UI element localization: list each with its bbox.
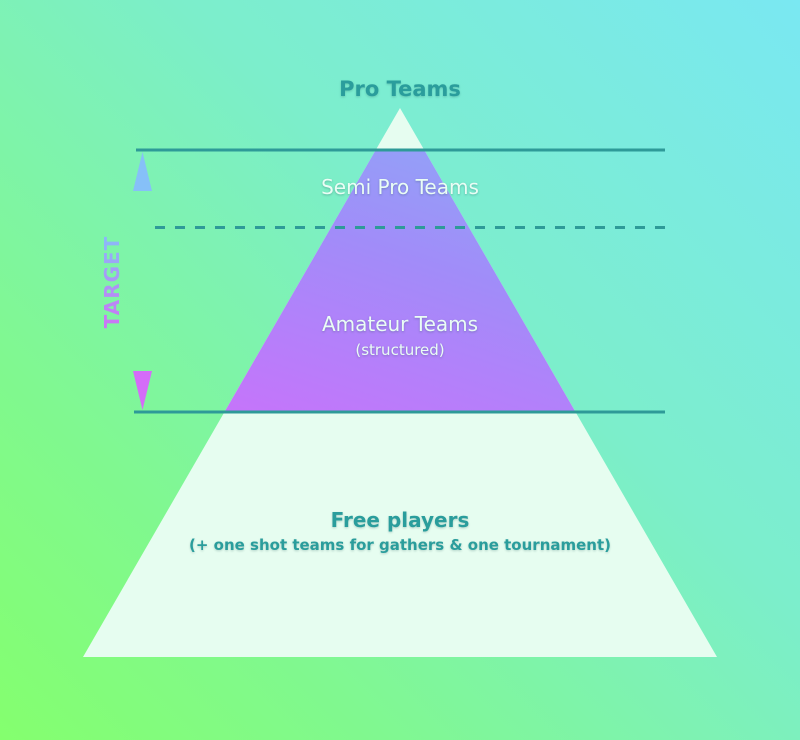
tier-label-free-players: Free players bbox=[330, 508, 470, 532]
tier-sublabel-amateur-teams: (structured) bbox=[355, 341, 445, 359]
tier-sublabel-free-players: (+ one shot teams for gathers & one tour… bbox=[189, 536, 611, 554]
tier-label-pro-teams: Pro Teams bbox=[339, 77, 461, 101]
target-arrow-icon bbox=[133, 152, 152, 410]
target-label: TARGET bbox=[100, 232, 124, 332]
tier-label-semi-pro-teams: Semi Pro Teams bbox=[321, 175, 479, 199]
tier-label-amateur-teams: Amateur Teams bbox=[321, 312, 479, 336]
